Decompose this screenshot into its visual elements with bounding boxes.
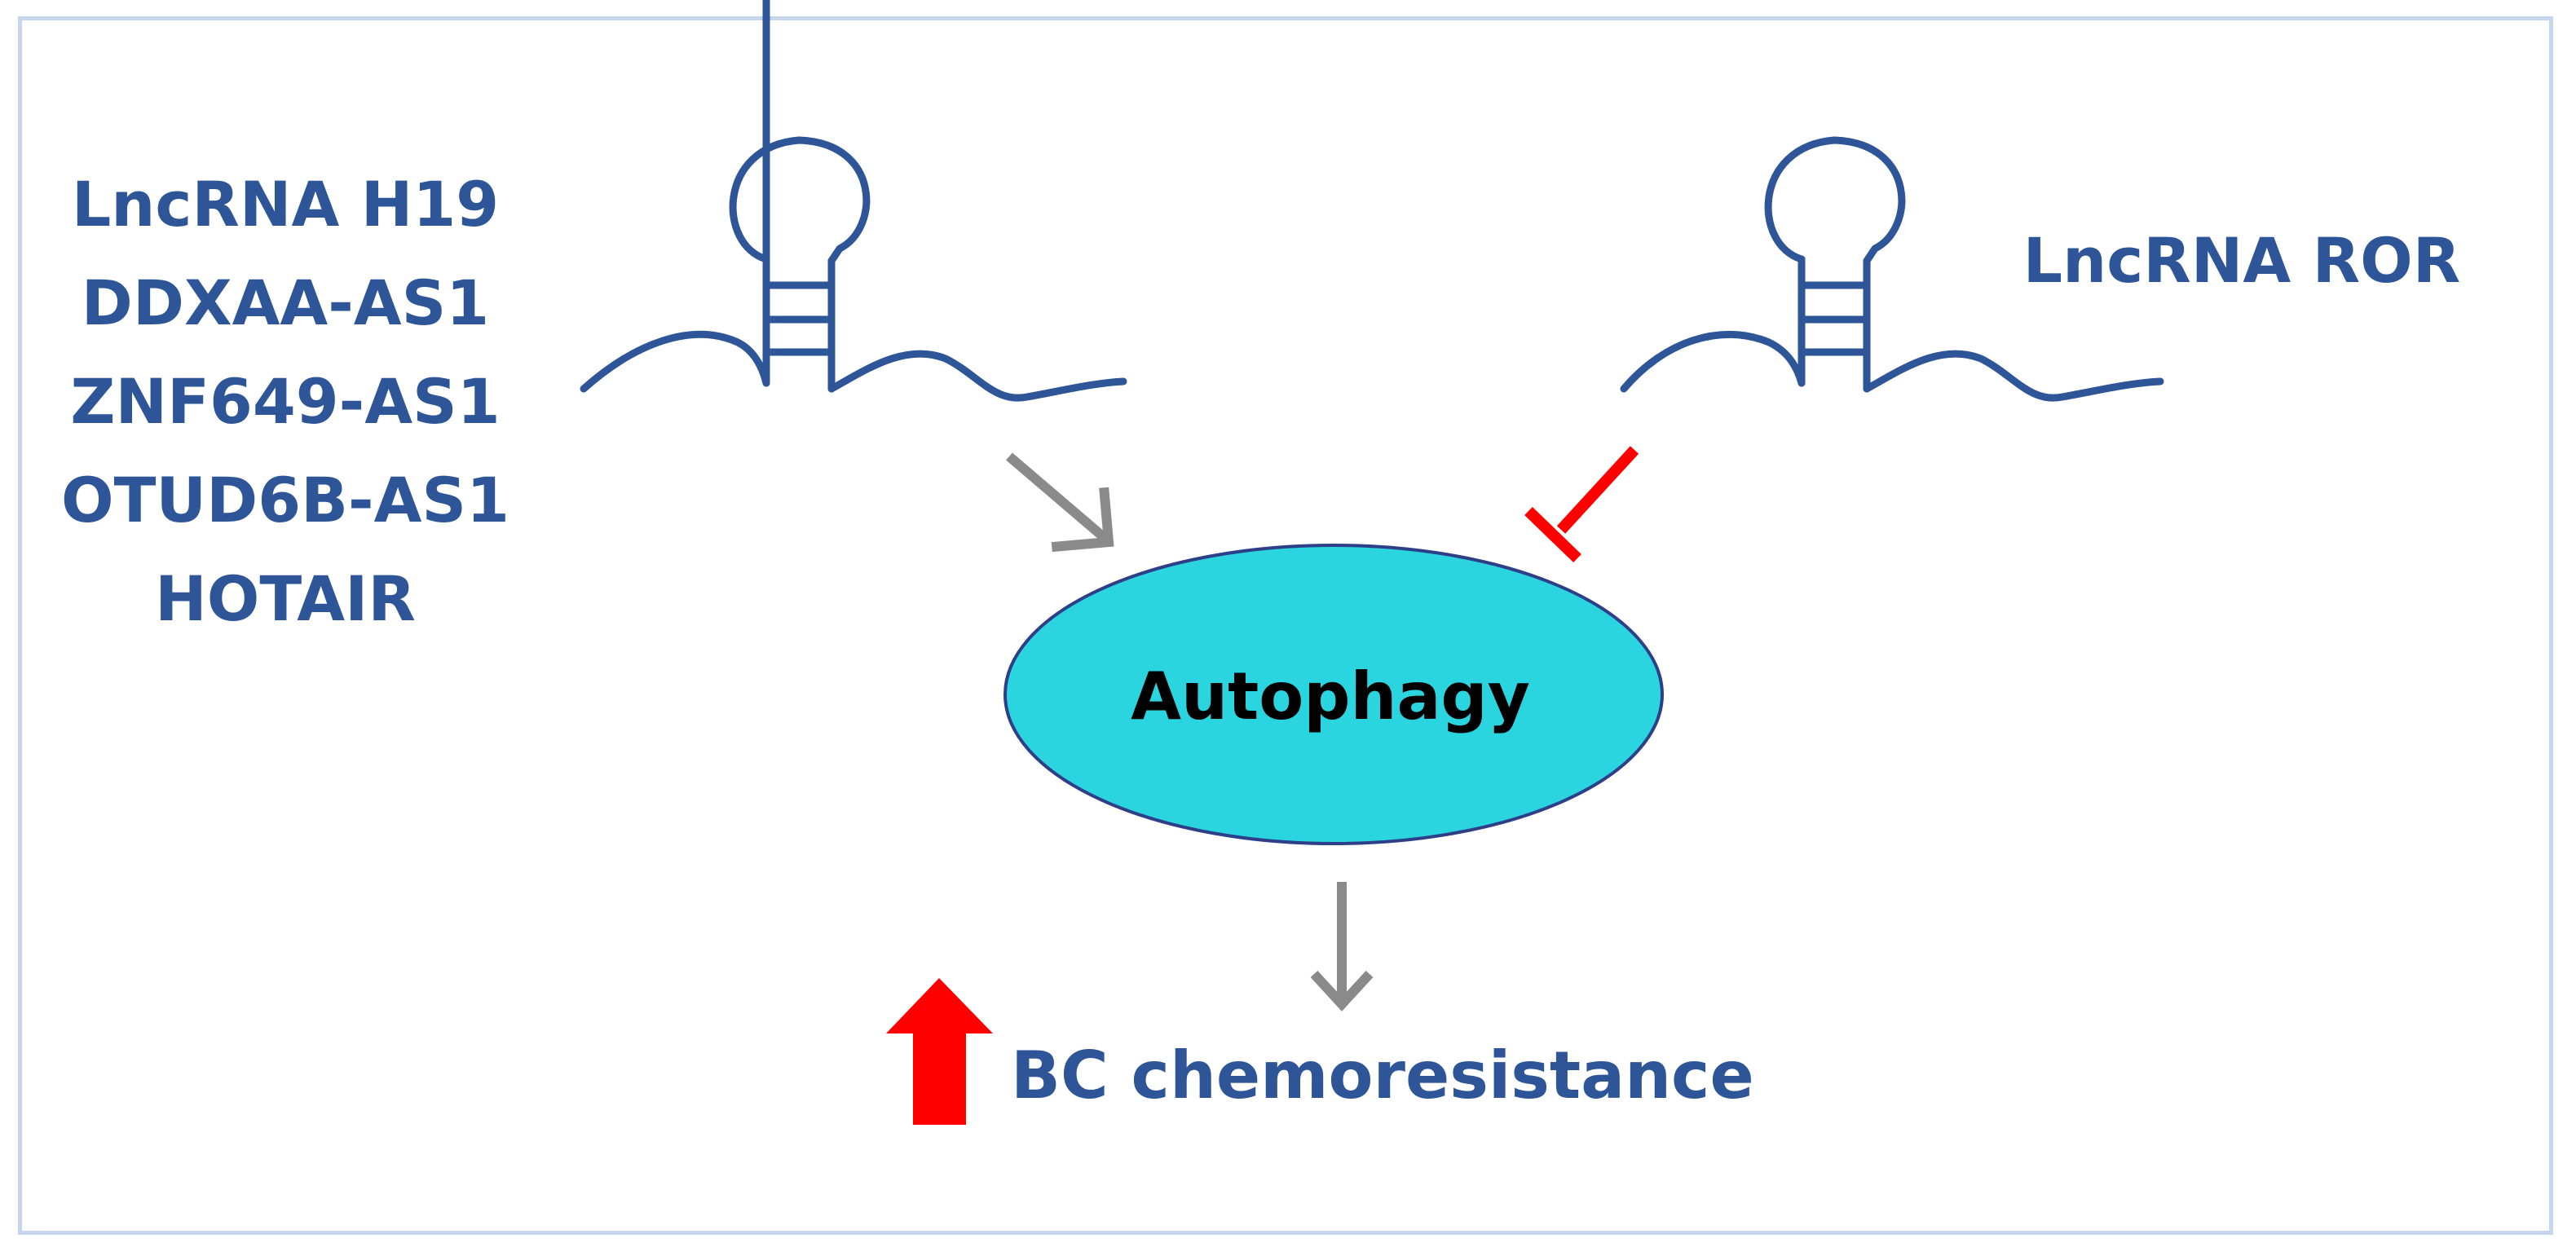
- promote-arrow: [1006, 452, 1114, 553]
- inhibiting-lncrna-label: LncRNA ROR: [2022, 224, 2461, 297]
- rna-left-stem-loop-icon: [580, 0, 1127, 402]
- lncrna-label: DDXAA-AS1: [81, 267, 490, 339]
- rna-right-stem-loop-icon: [1620, 136, 2164, 402]
- up-arrow-icon: [886, 978, 993, 1125]
- lncrna-label: HOTAIR: [155, 562, 416, 635]
- lncrna-label: OTUD6B-AS1: [60, 464, 510, 536]
- autophagy-node: [1003, 544, 1664, 845]
- inhibit-arrow: [1524, 446, 1639, 563]
- lncrna-label: ZNF649-AS1: [70, 365, 501, 438]
- lncrna-label: LncRNA H19: [71, 168, 500, 240]
- promoting-lncrna-list: LncRNA H19 DDXAA-AS1 ZNF649-AS1 OTUD6B-A…: [41, 155, 530, 648]
- autophagy-label: Autophagy: [1131, 659, 1530, 734]
- outcome-arrow: [1310, 882, 1374, 1011]
- outcome-label: BC chemoresistance: [1011, 1038, 1754, 1113]
